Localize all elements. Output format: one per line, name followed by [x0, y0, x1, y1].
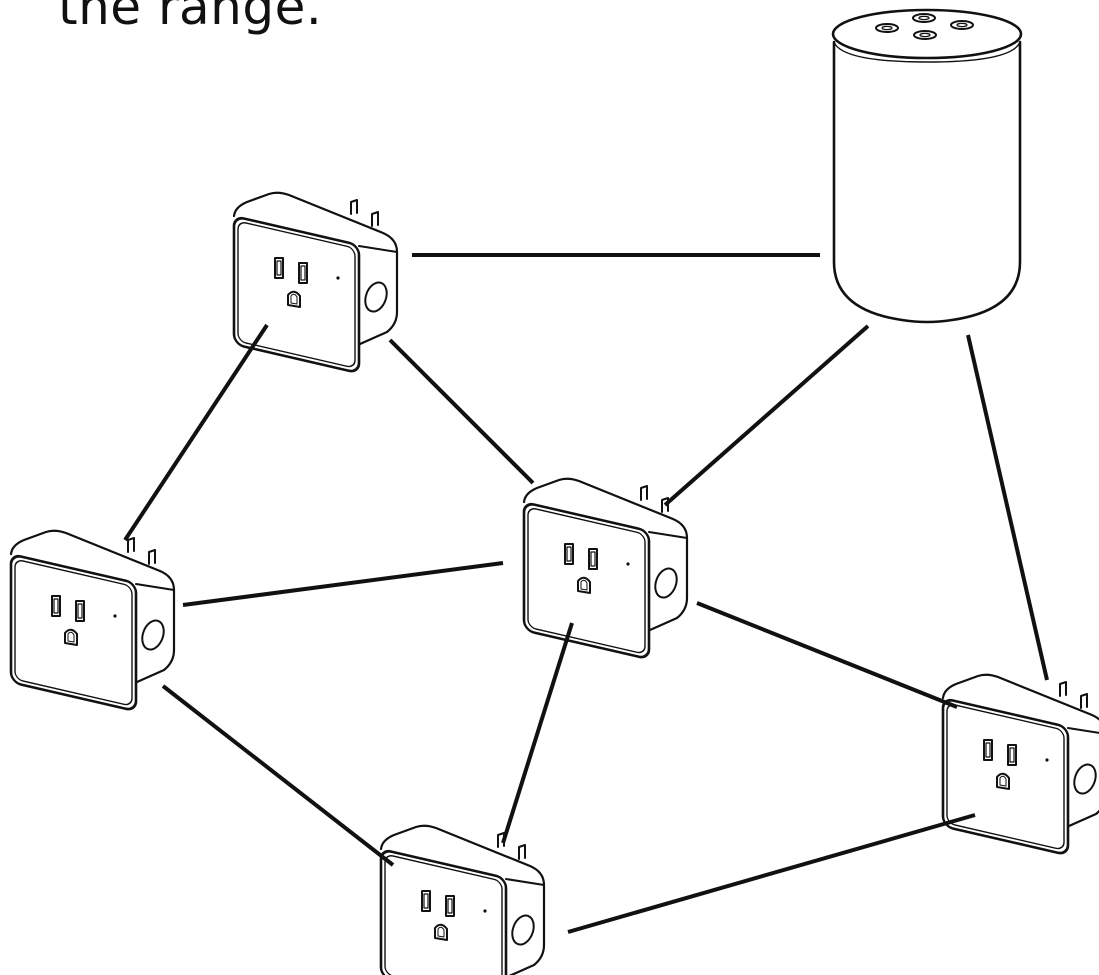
plug-center-icon: [522, 477, 689, 659]
link-hub-plug-center: [663, 324, 870, 507]
plug-right-icon: [941, 673, 1099, 855]
link-plug-left-plug-center: [182, 561, 504, 607]
plug-bottom-icon: [379, 824, 546, 975]
hub-icon: [831, 8, 1023, 324]
nodes-layer: [9, 8, 1099, 975]
link-plug-center-plug-right: [696, 601, 958, 709]
link-plug-bottom-plug-right: [567, 813, 976, 934]
links-layer: [123, 253, 1049, 934]
plug-left-icon: [9, 529, 176, 711]
link-plug-top-plug-left: [123, 323, 269, 542]
link-plug-top-plug-center: [388, 338, 535, 485]
plug-top-icon: [232, 191, 399, 373]
link-hub-plug-right: [966, 334, 1049, 681]
caption-text: the range.: [58, 0, 323, 36]
link-plug-left-plug-bottom: [161, 684, 395, 867]
link-plug-center-plug-bottom: [501, 622, 574, 844]
